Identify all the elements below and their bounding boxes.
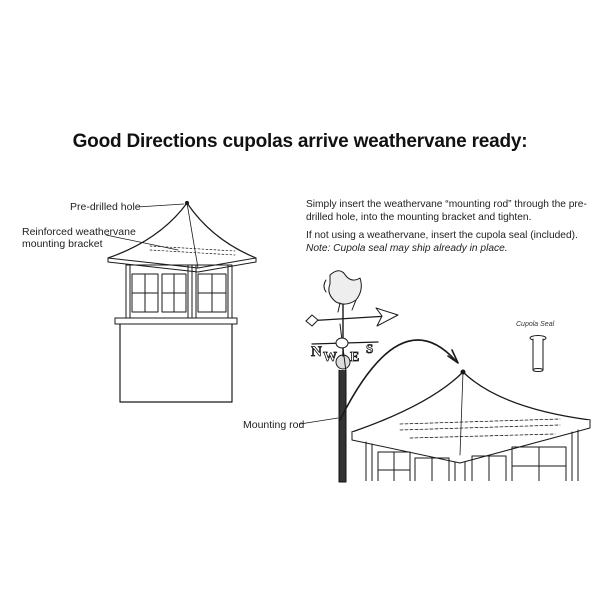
cupola-base xyxy=(119,319,233,403)
bracket-label-line2: mounting bracket xyxy=(22,238,103,250)
compass-letter-n: N xyxy=(311,344,322,360)
instruction-step1: Simply insert the weathervane “mounting … xyxy=(306,199,587,223)
mounting-rod xyxy=(338,369,347,483)
closeup-cupola xyxy=(351,369,591,483)
closeup-predrilled-hole xyxy=(460,369,466,375)
instruction-note: Note: Cupola seal may ship already in pl… xyxy=(306,242,508,254)
predrilled-hole-label: Pre-drilled hole xyxy=(70,201,141,213)
cupola-roof xyxy=(107,202,257,259)
rooster-figure xyxy=(328,270,362,305)
compass-letter-e: E xyxy=(350,350,359,365)
cupola-seal-label: Cupola Seal xyxy=(516,321,555,328)
arrow-head xyxy=(375,307,399,327)
page-title: Good Directions cupolas arrive weatherva… xyxy=(72,131,528,152)
arrow-tail xyxy=(305,314,319,327)
predrilled-hole-leader xyxy=(136,203,185,208)
compass-letter-w: W xyxy=(323,350,337,365)
instructions: Simply insert the weathervane “mounting … xyxy=(306,199,596,261)
weathervane xyxy=(305,270,399,483)
left-cupola xyxy=(107,200,257,403)
cupola-seal xyxy=(529,335,547,372)
insertion-arrow xyxy=(339,339,456,421)
mounting-rod-label: Mounting rod xyxy=(243,419,305,431)
mounting-rod-leader xyxy=(299,417,339,425)
instruction-step2: If not using a weathervane, insert the c… xyxy=(306,230,578,241)
bracket-leader xyxy=(105,234,179,251)
compass-letter-s: S xyxy=(366,341,373,356)
